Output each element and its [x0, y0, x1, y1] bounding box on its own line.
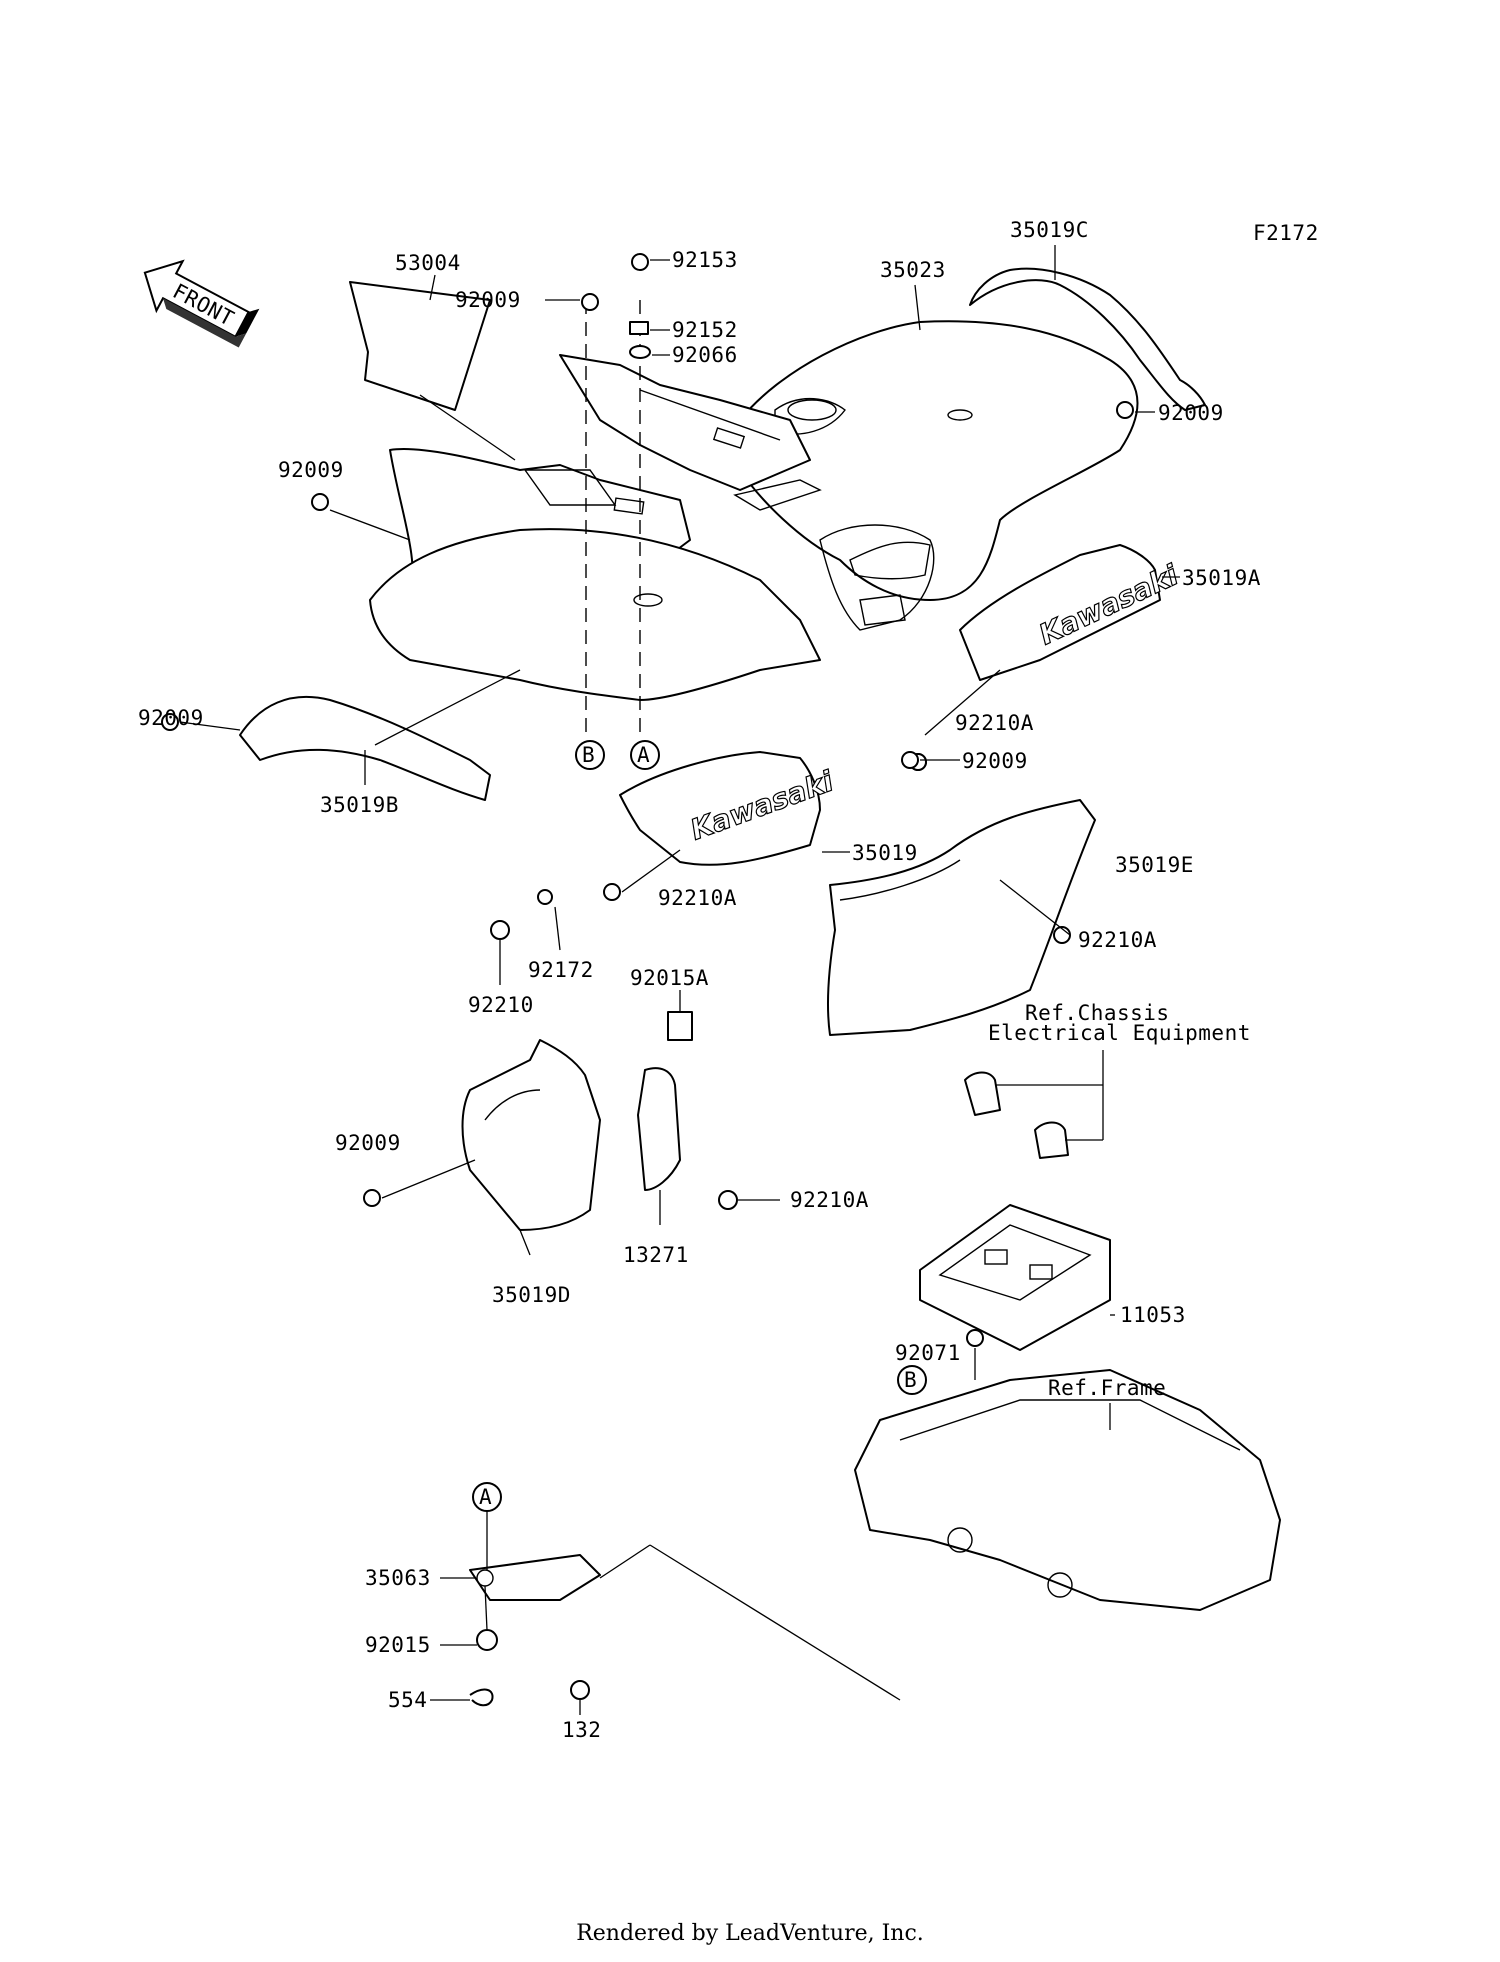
washer-92066-icon — [629, 345, 651, 359]
bolt-132-icon — [570, 1680, 590, 1700]
frame[interactable] — [854, 1369, 1281, 1611]
part-label-92009-c: 92009 — [278, 458, 344, 482]
leader-lines — [179, 259, 1180, 1715]
svg-text:A: A — [479, 1485, 492, 1509]
part-label-92210: 92210 — [468, 993, 534, 1017]
grommet-92071-icon — [966, 1329, 984, 1347]
screw-92009-mid-icon — [901, 751, 919, 769]
footer-credit: Rendered by LeadVenture, Inc. — [576, 1921, 924, 1946]
hinge-35063[interactable] — [469, 1554, 601, 1601]
part-label-92153: 92153 — [672, 248, 738, 272]
part-labels: 53004 92009 92153 92152 92066 35023 3501… — [138, 218, 1261, 1742]
decal-53004[interactable] — [349, 274, 516, 461]
part-label-92210A-c: 92210A — [1078, 928, 1157, 952]
strap-hook-2[interactable] — [1034, 1121, 1069, 1159]
center-panel[interactable] — [559, 354, 811, 491]
flare-35019C[interactable] — [969, 245, 1206, 411]
part-label-92015: 92015 — [365, 1633, 431, 1657]
battery-tray-11053[interactable] — [919, 1204, 1111, 1351]
bolt-92153-icon — [631, 253, 649, 271]
screw-92009-left-icon — [311, 493, 329, 511]
part-label-13271: 13271 — [623, 1243, 689, 1267]
decal-35019[interactable]: Kawasaki — [619, 751, 839, 866]
screw-92009-flare-icon — [161, 713, 179, 731]
svg-text:B: B — [582, 743, 595, 767]
part-label-35019B: 35019B — [320, 793, 399, 817]
part-label-554: 554 — [388, 1688, 427, 1712]
screw-92009-lower-icon — [363, 1189, 381, 1207]
part-label-92172: 92172 — [528, 958, 594, 982]
pin-554-icon — [469, 1688, 494, 1707]
part-label-92066: 92066 — [672, 343, 738, 367]
part-label-92152: 92152 — [672, 318, 738, 342]
ref-chassis-line1: Ref.Chassis — [1025, 1001, 1170, 1025]
panel-35019D[interactable] — [461, 1039, 601, 1231]
bracket-13271[interactable] — [637, 1067, 681, 1225]
part-label-92210A-d: 92210A — [790, 1188, 869, 1212]
part-label-92210A-a: 92210A — [955, 711, 1034, 735]
screw-92172-icon — [537, 889, 553, 905]
rivet-92210A-d-icon — [718, 1190, 738, 1210]
nut-92015A-icon — [667, 1011, 693, 1041]
rivet-92210-icon — [490, 920, 510, 940]
part-label-92210A-b: 92210A — [658, 886, 737, 910]
part-label-92071: 92071 — [895, 1341, 961, 1365]
part-label-11053: 11053 — [1120, 1303, 1186, 1327]
collar-92152-icon — [629, 321, 649, 335]
figure-code: F2172 — [1253, 221, 1319, 245]
part-label-92009-e: 92009 — [138, 706, 204, 730]
screw-92009-icon — [581, 293, 599, 311]
part-label-35019E: 35019E — [1115, 853, 1194, 877]
part-label-35063: 35063 — [365, 1566, 431, 1590]
part-label-35023: 35023 — [880, 258, 946, 282]
front-arrow-icon: FRONT — [143, 259, 260, 348]
nut-92015-icon — [476, 1629, 498, 1651]
callout-a: A — [630, 740, 660, 770]
flare-35019B[interactable] — [239, 669, 521, 801]
part-label-35019A: 35019A — [1182, 566, 1261, 590]
strap-hook-1[interactable] — [964, 1071, 1001, 1116]
ref-frame: Ref.Frame — [1048, 1376, 1166, 1400]
ref-chassis-line2: Electrical Equipment — [988, 1021, 1251, 1045]
part-label-132: 132 — [562, 1718, 601, 1742]
part-label-53004: 53004 — [395, 251, 461, 275]
part-label-35019D: 35019D — [492, 1283, 571, 1307]
svg-text:A: A — [637, 743, 650, 767]
callout-b-frame: B — [897, 1365, 927, 1395]
svg-text:B: B — [904, 1368, 917, 1392]
decal-35019A[interactable]: Kawasaki — [959, 544, 1184, 681]
part-label-92015A: 92015A — [630, 966, 709, 990]
part-label-35019C: 35019C — [1010, 218, 1089, 242]
front-fender[interactable] — [369, 448, 935, 701]
screw-92009-right-icon — [1116, 401, 1134, 419]
part-label-92009-d: 92009 — [962, 749, 1028, 773]
part-label-92009-a: 92009 — [455, 288, 521, 312]
part-label-92009-f: 92009 — [335, 1131, 401, 1155]
rivet-92210A-b-icon — [603, 883, 621, 901]
panel-35019E[interactable] — [826, 799, 1096, 1036]
part-label-92009-b: 92009 — [1158, 401, 1224, 425]
part-label-35019: 35019 — [852, 841, 918, 865]
callout-b: B — [575, 740, 605, 770]
callout-a-hinge: A — [472, 1482, 502, 1512]
